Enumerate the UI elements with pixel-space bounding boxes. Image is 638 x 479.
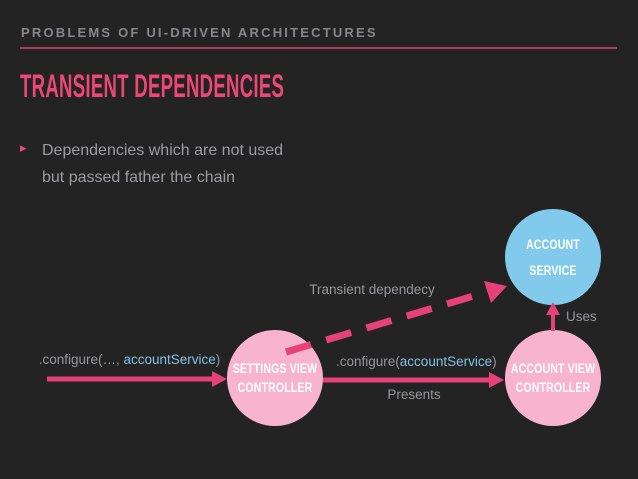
header-rule xyxy=(20,47,617,49)
slide-kicker: PROBLEMS OF UI-DRIVEN ARCHITECTURES xyxy=(21,25,378,40)
node-label-line: CONTROLLER xyxy=(237,380,313,395)
node-account-service-label: ACCOUNT SERVICE xyxy=(506,232,600,284)
node-account-view-controller-circle xyxy=(505,330,601,426)
node-settings-view-controller-circle xyxy=(227,330,323,426)
node-label-line: ACCOUNT xyxy=(526,237,580,252)
uses-label: Uses xyxy=(566,309,597,324)
bullet-line-2: but passed father the chain xyxy=(42,169,236,186)
configure-mid-label: .configure(accountService) xyxy=(336,354,497,369)
presents-label: Presents xyxy=(387,387,441,402)
configure-left-label: .configure(…, accountService) xyxy=(37,352,222,367)
code-arg: accountService xyxy=(123,352,216,367)
code-arg: accountService xyxy=(399,354,493,369)
code-prefix: .configure( xyxy=(336,354,400,369)
bullet-marker-icon: ▸ xyxy=(20,140,27,155)
node-label-line: SETTINGS VIEW xyxy=(232,361,318,376)
code-suffix: ) xyxy=(492,354,497,369)
node-label-line: SERVICE xyxy=(529,263,577,278)
transient-dependency-arrowhead-icon xyxy=(484,281,507,303)
code-suffix: ) xyxy=(215,352,221,367)
node-label-line: ACCOUNT VIEW xyxy=(510,361,596,376)
page-title: TRANSIENT DEPENDENCIES xyxy=(20,68,285,104)
code-prefix: .configure(…, xyxy=(38,352,124,367)
bullet-text: Dependencies which are not used but pass… xyxy=(42,137,283,191)
node-settings-view-controller-label: SETTINGS VIEW CONTROLLER xyxy=(228,359,322,397)
bullet-line-1: Dependencies which are not used xyxy=(42,142,284,159)
configure-left-arrowhead-icon xyxy=(212,371,227,387)
presents-arrowhead-icon xyxy=(489,372,504,388)
transient-dependency-label: Transient dependecy xyxy=(309,282,435,297)
node-account-view-controller-label: ACCOUNT VIEW CONTROLLER xyxy=(506,359,600,397)
node-label-line: CONTROLLER xyxy=(515,380,591,395)
node-account-service-circle xyxy=(505,209,601,305)
bullet-item: ▸ Dependencies which are not used but pa… xyxy=(20,137,283,191)
transient-dependency-dashed-arrow xyxy=(284,288,489,356)
uses-arrowhead-icon xyxy=(546,302,560,315)
